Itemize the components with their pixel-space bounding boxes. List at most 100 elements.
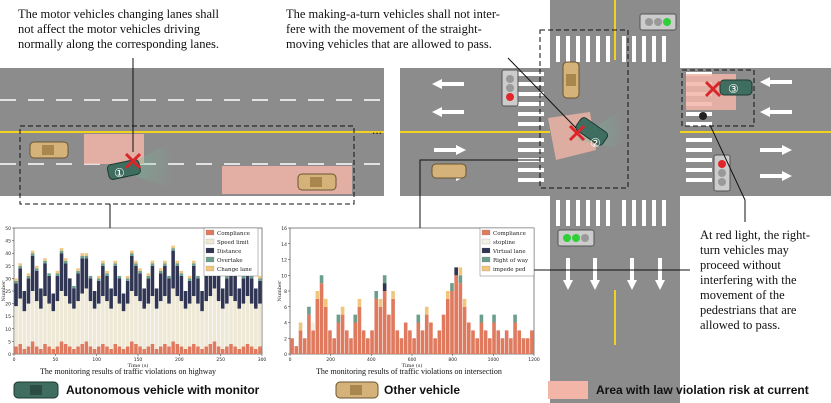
x-tick-label: 400 [367, 357, 376, 363]
ellipsis-text: ... [372, 123, 382, 137]
bar-segment [105, 346, 109, 354]
bar-segment [34, 301, 39, 347]
bar-segment [187, 280, 192, 304]
bar-segment [101, 265, 105, 297]
bar-segment [233, 346, 237, 354]
legend-swatch [481, 238, 491, 245]
bar-segment [216, 301, 221, 347]
bar-segment [204, 346, 208, 354]
vehicle-label-2: ② [590, 136, 601, 150]
bar-segment [134, 296, 138, 344]
bar-segment [18, 265, 22, 269]
bar-segment [492, 322, 496, 354]
vehicle-label-1: ① [114, 166, 125, 180]
legend-swatch [205, 229, 215, 236]
bar-segment [298, 322, 303, 331]
bar-segment [216, 270, 221, 302]
bar-segment [225, 275, 229, 279]
bar-segment [171, 250, 175, 289]
bar-segment [105, 301, 109, 347]
bar-segment [101, 343, 105, 354]
bar-segment [47, 273, 51, 276]
bar-segment [483, 330, 488, 354]
bar-segment [138, 346, 142, 354]
bar-segment [254, 288, 258, 309]
bar-segment [72, 348, 76, 354]
bar-segment [92, 308, 97, 349]
bar-segment [134, 343, 138, 354]
bar-segment [22, 311, 27, 349]
y-axis-label: Number [1, 280, 7, 301]
bar-segment [208, 263, 213, 297]
bar-segment [125, 278, 130, 281]
bar-segment [80, 255, 84, 259]
bar-segment [117, 303, 122, 347]
bar-segment [34, 346, 39, 354]
bar-segment [163, 265, 167, 297]
bar-segment [208, 296, 213, 344]
bar-segment [117, 346, 122, 354]
chart-caption-highway: The monitoring results of traffic violat… [40, 367, 217, 376]
bar-segment [59, 248, 64, 251]
bar-segment [200, 348, 204, 354]
y-tick-label: 10 [281, 273, 287, 279]
bar-segment [146, 275, 151, 279]
bar-segment [245, 265, 250, 297]
bar-segment [302, 338, 307, 354]
bar-segment [142, 348, 146, 354]
bar-segment [196, 275, 200, 279]
bar-segment [130, 250, 134, 254]
y-tick-label: 0 [284, 352, 287, 358]
bar-segment [220, 308, 225, 349]
x-tick-label: 0 [289, 357, 292, 363]
bar-segment [34, 268, 39, 271]
bar-segment [43, 296, 47, 344]
bar-segment [192, 260, 196, 264]
sensor-fan-1 [118, 140, 175, 190]
bar-segment [63, 263, 68, 297]
bar-segment [290, 338, 294, 354]
bar-segment [158, 270, 163, 274]
y-tick-label: 8 [284, 289, 287, 295]
bar-segment [357, 298, 362, 307]
bar-segment [59, 341, 64, 354]
bar-segment [200, 291, 204, 312]
bar-segment [200, 311, 204, 349]
bar-segment [150, 260, 155, 264]
bar-segment [513, 322, 517, 354]
bar-segment [391, 298, 395, 354]
bar-segment [175, 265, 180, 297]
x-tick-label: 300 [258, 357, 267, 363]
bar-segment [68, 278, 72, 304]
bar-segment [80, 343, 84, 354]
bar-segment [171, 245, 175, 249]
bar-segment [43, 258, 47, 261]
bar-segment [237, 308, 242, 349]
bar-segment [179, 273, 184, 276]
bar-segment [458, 275, 463, 284]
legend-swatch [481, 256, 491, 263]
bar-segment [525, 338, 530, 354]
legend-label: impede ped [493, 267, 526, 273]
bar-segment [163, 343, 167, 354]
legend-label: Virtual lane [492, 249, 526, 255]
bar-segment [258, 303, 262, 347]
bar-segment [229, 296, 233, 344]
legend-swatch [205, 247, 215, 254]
bar-segment [138, 268, 142, 271]
bar-segment [196, 346, 200, 354]
bar-segment [254, 308, 258, 349]
bar-segment [458, 283, 463, 354]
bar-segment [311, 322, 315, 331]
traffic-light-west [501, 69, 519, 107]
bar-segment [68, 346, 72, 354]
bar-segment [229, 343, 233, 354]
bar-segment [39, 288, 43, 309]
bar-segment [311, 330, 315, 354]
bar-segment [258, 278, 262, 281]
bar-segment [30, 250, 35, 254]
other-vehicle-1 [29, 141, 69, 159]
y-tick-label: 12 [281, 258, 287, 264]
focus-box-right-turn [681, 69, 755, 127]
